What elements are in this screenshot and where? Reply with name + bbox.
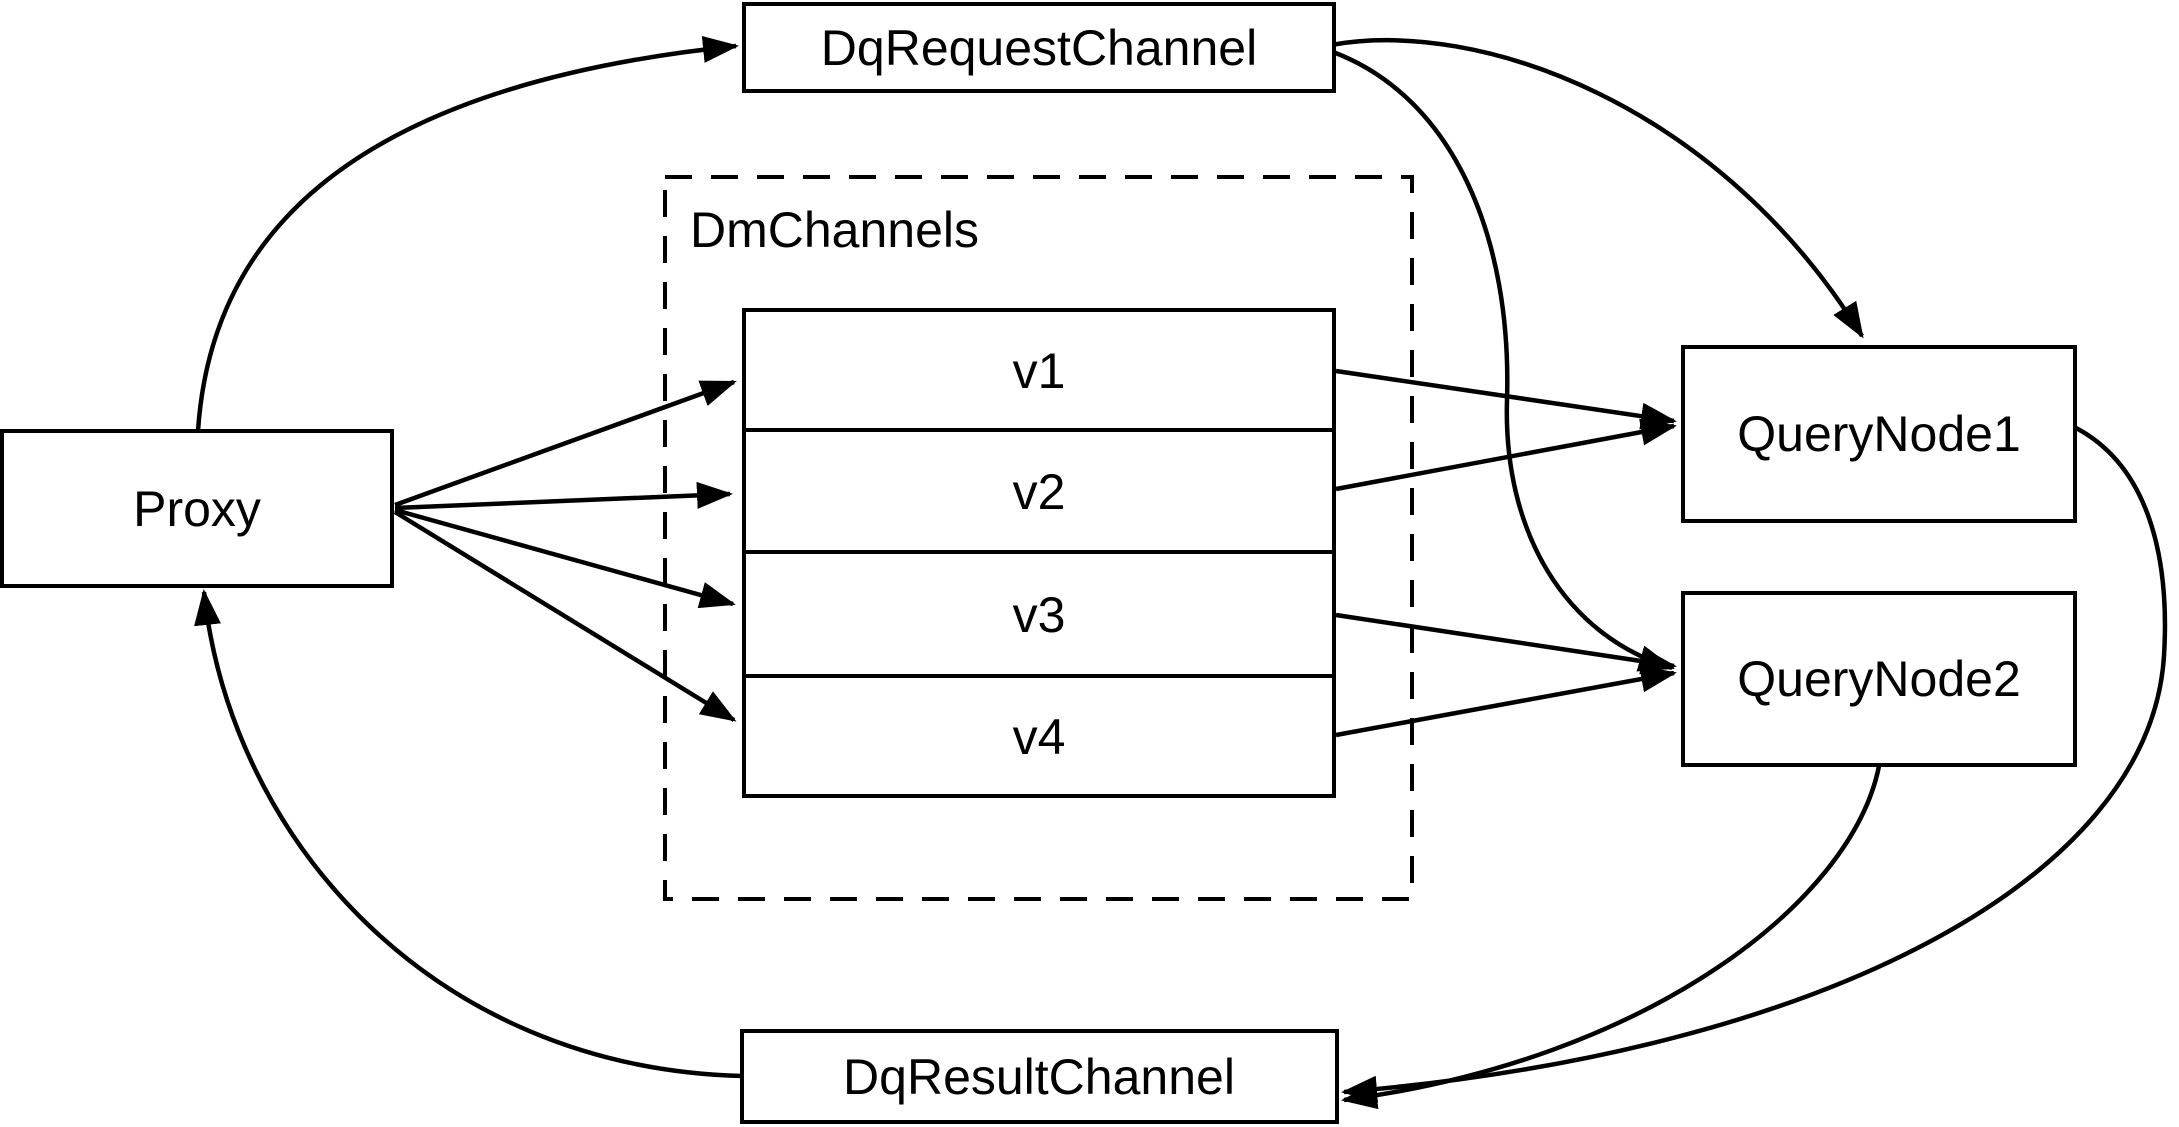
dm-channels-table: v1 v2 v3 v4 (742, 308, 1336, 798)
query-node-2-box (1681, 591, 2077, 767)
edge-dqrequestchannel-to-querynode1 (1330, 38, 1864, 339)
edge-v2-to-querynode1 (1335, 418, 1677, 492)
edge-proxy-to-v4 (393, 510, 737, 722)
channel-row-label-v4: v4 (1013, 709, 1066, 765)
node-proxy: Proxy (0, 429, 394, 588)
edge-proxy-to-dqrequestchannel (195, 35, 739, 432)
edge-proxy-to-v1 (394, 379, 737, 508)
dm-channels-label: DmChannels (690, 202, 979, 258)
query-node-1-box (1681, 345, 2077, 523)
dq-request-channel-box (742, 2, 1336, 93)
edge-v3-to-querynode2 (1335, 612, 1677, 675)
edge-v4-to-querynode2 (1335, 665, 1677, 738)
node-dq-result-channel: DqResultChannel (740, 1029, 1339, 1124)
edge-proxy-to-v2 (394, 481, 733, 511)
edge-querynode2-to-dqresultchannel (1341, 765, 1882, 1110)
dm-channels-dashed-border (663, 175, 1414, 901)
edge-v1-to-querynode1 (1335, 368, 1677, 430)
edge-querynode1-to-dqresultchannel (1341, 426, 2168, 1103)
edge-dqresultchannel-to-proxy (194, 589, 743, 1079)
edge-proxy-to-v3 (394, 507, 736, 609)
node-dq-request-channel: DqRequestChannel (742, 2, 1336, 93)
proxy-box (0, 429, 394, 588)
dq-request-channel-label: DqRequestChannel (821, 20, 1257, 76)
query-node-2-label: QueryNode2 (1737, 651, 2021, 707)
dq-result-channel-label: DqResultChannel (843, 1049, 1235, 1105)
node-dm-channels: DmChannels v1 v2 v3 v4 (663, 175, 1414, 901)
channel-row-label-v1: v1 (1013, 343, 1066, 399)
dq-result-channel-box (740, 1029, 1339, 1124)
proxy-label: Proxy (133, 481, 261, 537)
node-query-node-2: QueryNode2 (1681, 591, 2077, 767)
edges (194, 35, 2168, 1110)
channel-row-label-v2: v2 (1013, 464, 1066, 520)
query-node-1-label: QueryNode1 (1737, 406, 2021, 462)
node-query-node-1: QueryNode1 (1681, 345, 2077, 523)
channel-row-label-v3: v3 (1013, 587, 1066, 643)
edge-dqrequestchannel-to-querynode2 (1332, 49, 1675, 672)
